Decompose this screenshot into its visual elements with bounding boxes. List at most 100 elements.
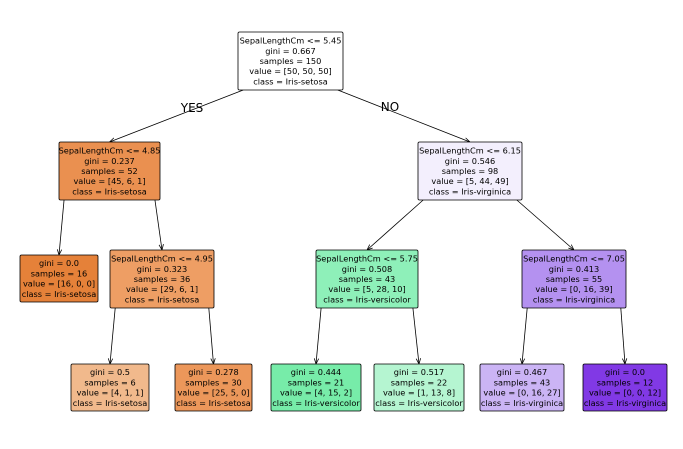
node-line: gini = 0.467 (497, 367, 547, 377)
node-line: gini = 0.667 (265, 46, 315, 56)
node-line: class = Iris-virginica (429, 186, 511, 196)
node-line: class = Iris-virginica (584, 398, 666, 408)
edge-n2-n6 (516, 199, 574, 250)
node-line: value = [0, 16, 39] (535, 284, 612, 294)
node-line: class = Iris-versicolor (323, 294, 411, 304)
edges-layer (59, 89, 625, 364)
node-line: value = [5, 28, 10] (328, 284, 405, 294)
node-line: gini = 0.5 (90, 367, 130, 377)
node-box (417, 141, 523, 201)
edge-n1-n3 (59, 199, 65, 255)
node-line: value = [29, 6, 1] (126, 284, 198, 294)
node-line: samples = 21 (288, 377, 345, 387)
node-box (109, 249, 215, 309)
edge-n6-n11 (522, 307, 528, 364)
node-line: gini = 0.444 (291, 367, 341, 377)
node-box (582, 363, 668, 412)
edge-n4-n8 (208, 307, 214, 364)
node-line: value = [0, 0, 12] (589, 388, 661, 398)
node-box (58, 141, 161, 201)
node-line: SepalLengthCm <= 6.15 (419, 146, 521, 156)
node-line: value = [0, 16, 27] (483, 388, 560, 398)
node-box (237, 31, 344, 91)
node-line: class = Iris-setosa (253, 76, 327, 86)
node-line: class = Iris-setosa (73, 398, 147, 408)
node-line: SepalLengthCm <= 4.85 (59, 146, 161, 156)
edge-n4-n7 (110, 307, 116, 364)
node-line: class = Iris-setosa (22, 289, 96, 299)
node-line: samples = 43 (494, 377, 551, 387)
node-line: value = [16, 0, 0] (23, 279, 95, 289)
edge-label-yes: YES (180, 101, 204, 115)
node-line: SepalLengthCm <= 5.45 (240, 36, 342, 46)
node-line: class = Iris-setosa (176, 398, 250, 408)
node-line: class = Iris-setosa (125, 294, 199, 304)
edge-n2-n5 (367, 199, 424, 250)
node-line: class = Iris-versicolor (272, 398, 360, 408)
node-line: samples = 30 (185, 377, 242, 387)
node-line: samples = 16 (31, 268, 88, 278)
node-box (315, 249, 419, 309)
node-line: value = [45, 6, 1] (73, 176, 145, 186)
node-box (270, 363, 362, 412)
node-line: class = Iris-virginica (533, 294, 615, 304)
node-line: value = [4, 1, 1] (77, 388, 144, 398)
node-line: samples = 98 (442, 166, 499, 176)
node-box (19, 254, 99, 303)
node-line: SepalLengthCm <= 7.05 (523, 254, 625, 264)
node-box (373, 363, 465, 412)
node-line: gini = 0.278 (188, 367, 238, 377)
node-box (479, 363, 565, 412)
edge-n6-n12 (620, 307, 625, 364)
node-line: gini = 0.546 (445, 156, 495, 166)
node-line: SepalLengthCm <= 4.95 (111, 254, 213, 264)
node-line: samples = 55 (546, 274, 603, 284)
node-line: samples = 22 (391, 377, 448, 387)
edge-n1-n4 (154, 199, 162, 250)
node-line: class = Iris-setosa (72, 186, 146, 196)
node-line: gini = 0.508 (342, 264, 392, 274)
node-line: gini = 0.323 (137, 264, 187, 274)
node-line: samples = 6 (84, 377, 135, 387)
edge-n5-n9 (316, 307, 322, 364)
node-line: gini = 0.237 (84, 156, 134, 166)
node-line: samples = 150 (260, 56, 322, 66)
node-line: value = [25, 5, 0] (177, 388, 249, 398)
node-box (174, 363, 253, 412)
node-box (521, 249, 627, 309)
node-line: gini = 0.0 (605, 367, 645, 377)
node-line: gini = 0.413 (549, 264, 599, 274)
edge-n0-n2 (337, 89, 470, 142)
node-line: value = [1, 13, 8] (383, 388, 455, 398)
node-line: class = Iris-versicolor (375, 398, 463, 408)
node-line: value = [5, 44, 49] (431, 176, 508, 186)
node-line: samples = 12 (597, 377, 654, 387)
node-box (70, 363, 150, 412)
node-line: class = Iris-virginica (481, 398, 563, 408)
node-line: value = [50, 50, 50] (249, 66, 331, 76)
node-line: SepalLengthCm <= 5.75 (316, 254, 418, 264)
edge-n0-n1 (110, 89, 244, 142)
edge-label-no: NO (381, 100, 399, 114)
node-line: samples = 43 (339, 274, 396, 284)
node-line: gini = 0.0 (39, 258, 79, 268)
node-line: samples = 36 (134, 274, 191, 284)
node-line: value = [4, 15, 2] (280, 388, 352, 398)
node-line: gini = 0.517 (394, 367, 444, 377)
node-line: samples = 52 (81, 166, 138, 176)
